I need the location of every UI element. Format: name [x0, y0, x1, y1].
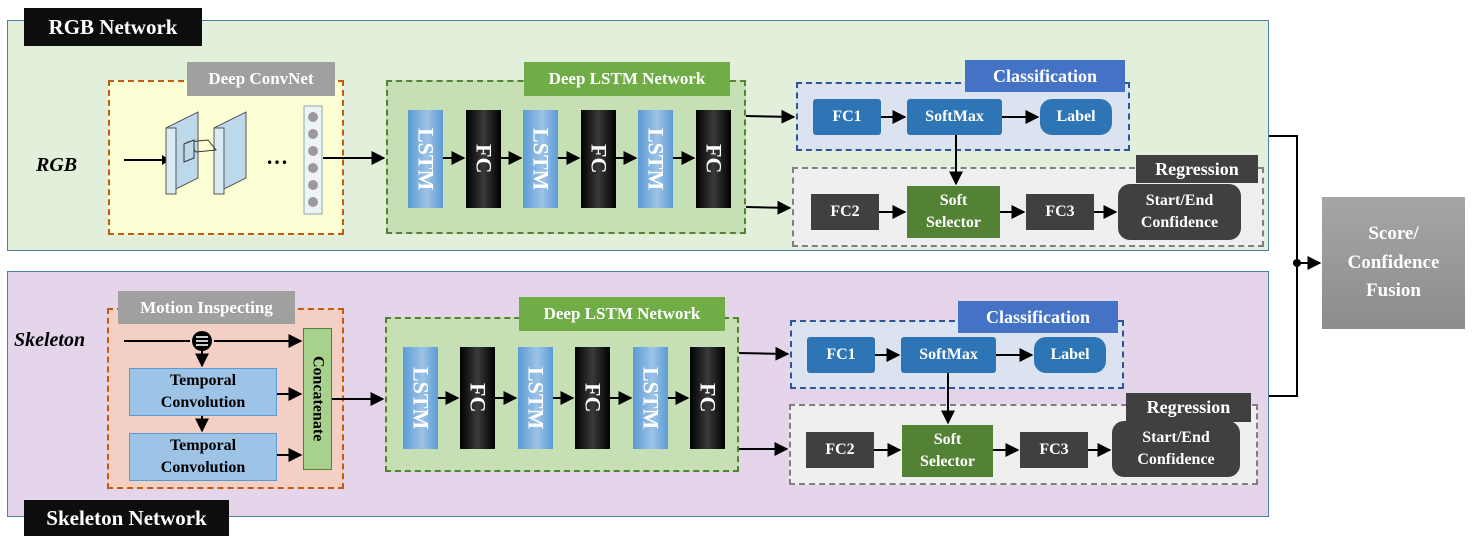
rgb-network-title: RGB Network	[24, 8, 202, 46]
skeleton-input-label: Skeleton	[14, 329, 86, 351]
rgb-lstm-block-2: LSTM	[523, 110, 558, 208]
skeleton-softmax-node: SoftMax	[901, 337, 996, 373]
skeleton-lstm-tag: Deep LSTM Network	[519, 297, 725, 331]
convnet-layers-icon: …	[124, 105, 323, 215]
rgb-fc-block-3: FC	[696, 110, 731, 208]
rgb-fc1-node: FC1	[813, 99, 881, 135]
concatenate-block: Concatenate	[303, 328, 332, 470]
skeleton-lstm-block-3: LSTM	[633, 347, 668, 449]
rgb-fc2-node: FC2	[811, 194, 879, 230]
skeleton-classification-tag: Classification	[958, 301, 1118, 333]
skeleton-fc1-node: FC1	[807, 337, 875, 373]
skeleton-lstm-block-1: LSTM	[403, 347, 438, 449]
skeleton-fc-block-2: FC	[575, 347, 610, 449]
rgb-classification-tag: Classification	[965, 60, 1125, 92]
rgb-label-node: Label	[1040, 99, 1112, 135]
motion-inspecting-tag: Motion Inspecting	[118, 291, 295, 324]
convnet-tag: Deep ConvNet	[187, 62, 335, 96]
skeleton-fc-block-1: FC	[460, 347, 495, 449]
skeleton-fc2-node: FC2	[806, 432, 874, 468]
rgb-lstm-tag: Deep LSTM Network	[524, 62, 730, 96]
rgb-fc-block-2: FC	[581, 110, 616, 208]
skeleton-fc-block-3: FC	[690, 347, 725, 449]
rgb-softmax-node: SoftMax	[907, 99, 1002, 135]
element-wise-op-icon	[192, 331, 212, 351]
rgb-regression-tag: Regression	[1136, 155, 1258, 183]
convnet-ellipsis: …	[266, 144, 288, 169]
rgb-fc3-node: FC3	[1026, 194, 1094, 230]
rgb-lstm-block-1: LSTM	[408, 110, 443, 208]
skeleton-fc3-node: FC3	[1020, 432, 1088, 468]
skeleton-regression-tag: Regression	[1126, 393, 1251, 422]
rgb-input-label: RGB	[36, 154, 78, 176]
rgb-fc-block-1: FC	[466, 110, 501, 208]
skeleton-lstm-block-2: LSTM	[518, 347, 553, 449]
skeleton-label-node: Label	[1034, 337, 1106, 373]
rgb-lstm-block-3: LSTM	[638, 110, 673, 208]
skeleton-network-title: Skeleton Network	[24, 500, 229, 536]
